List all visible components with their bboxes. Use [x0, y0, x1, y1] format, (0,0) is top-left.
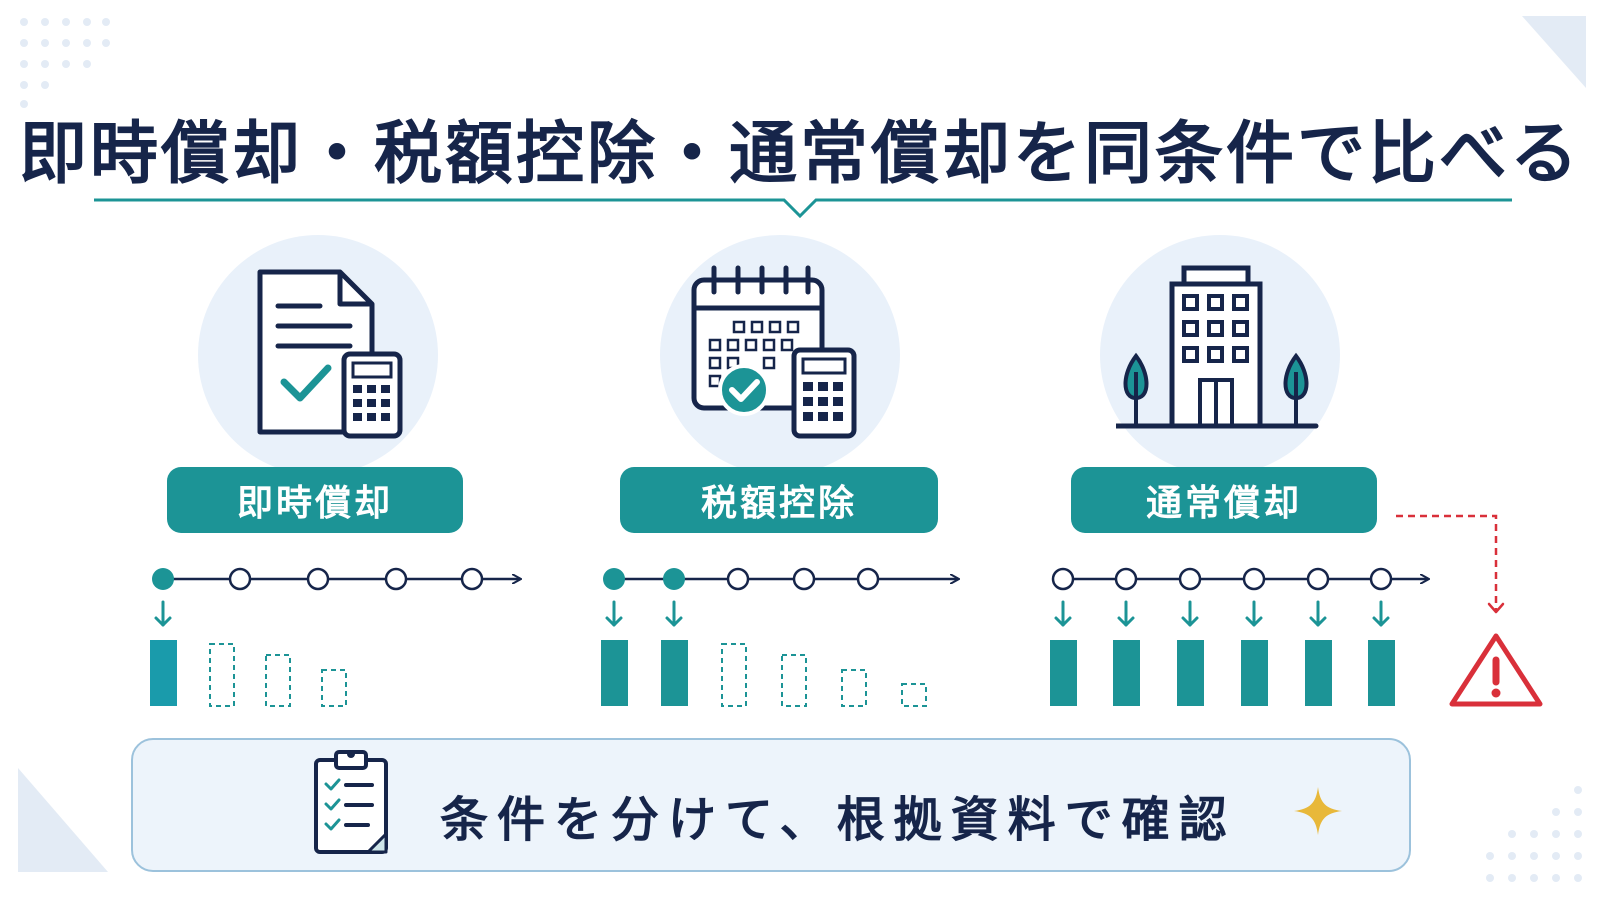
corner-triangle-bottom-left [18, 768, 108, 872]
title-underline [94, 198, 1512, 219]
label-tax-credit: 税額控除 [620, 467, 938, 533]
sparkle-icon [1294, 787, 1342, 835]
dot-grid-bottom-right [1486, 786, 1582, 882]
corner-triangle-top-right [1522, 16, 1586, 88]
page-title: 即時償却・税額控除・通常償却を同条件で比べる [18, 115, 1581, 194]
label-immediate-depreciation: 即時償却 [167, 467, 463, 533]
dot-grid-top-left [20, 18, 110, 108]
office-building-icon [1116, 265, 1319, 429]
clipboard-checklist-icon [314, 750, 388, 854]
calendar-calculator-icon [691, 265, 857, 439]
conclusion-text: 条件を分けて、根拠資料で確認 [440, 792, 1236, 848]
label-normal-depreciation: 通常償却 [1071, 467, 1377, 533]
warning-triangle-icon [1449, 633, 1543, 707]
document-calculator-icon [257, 269, 403, 439]
